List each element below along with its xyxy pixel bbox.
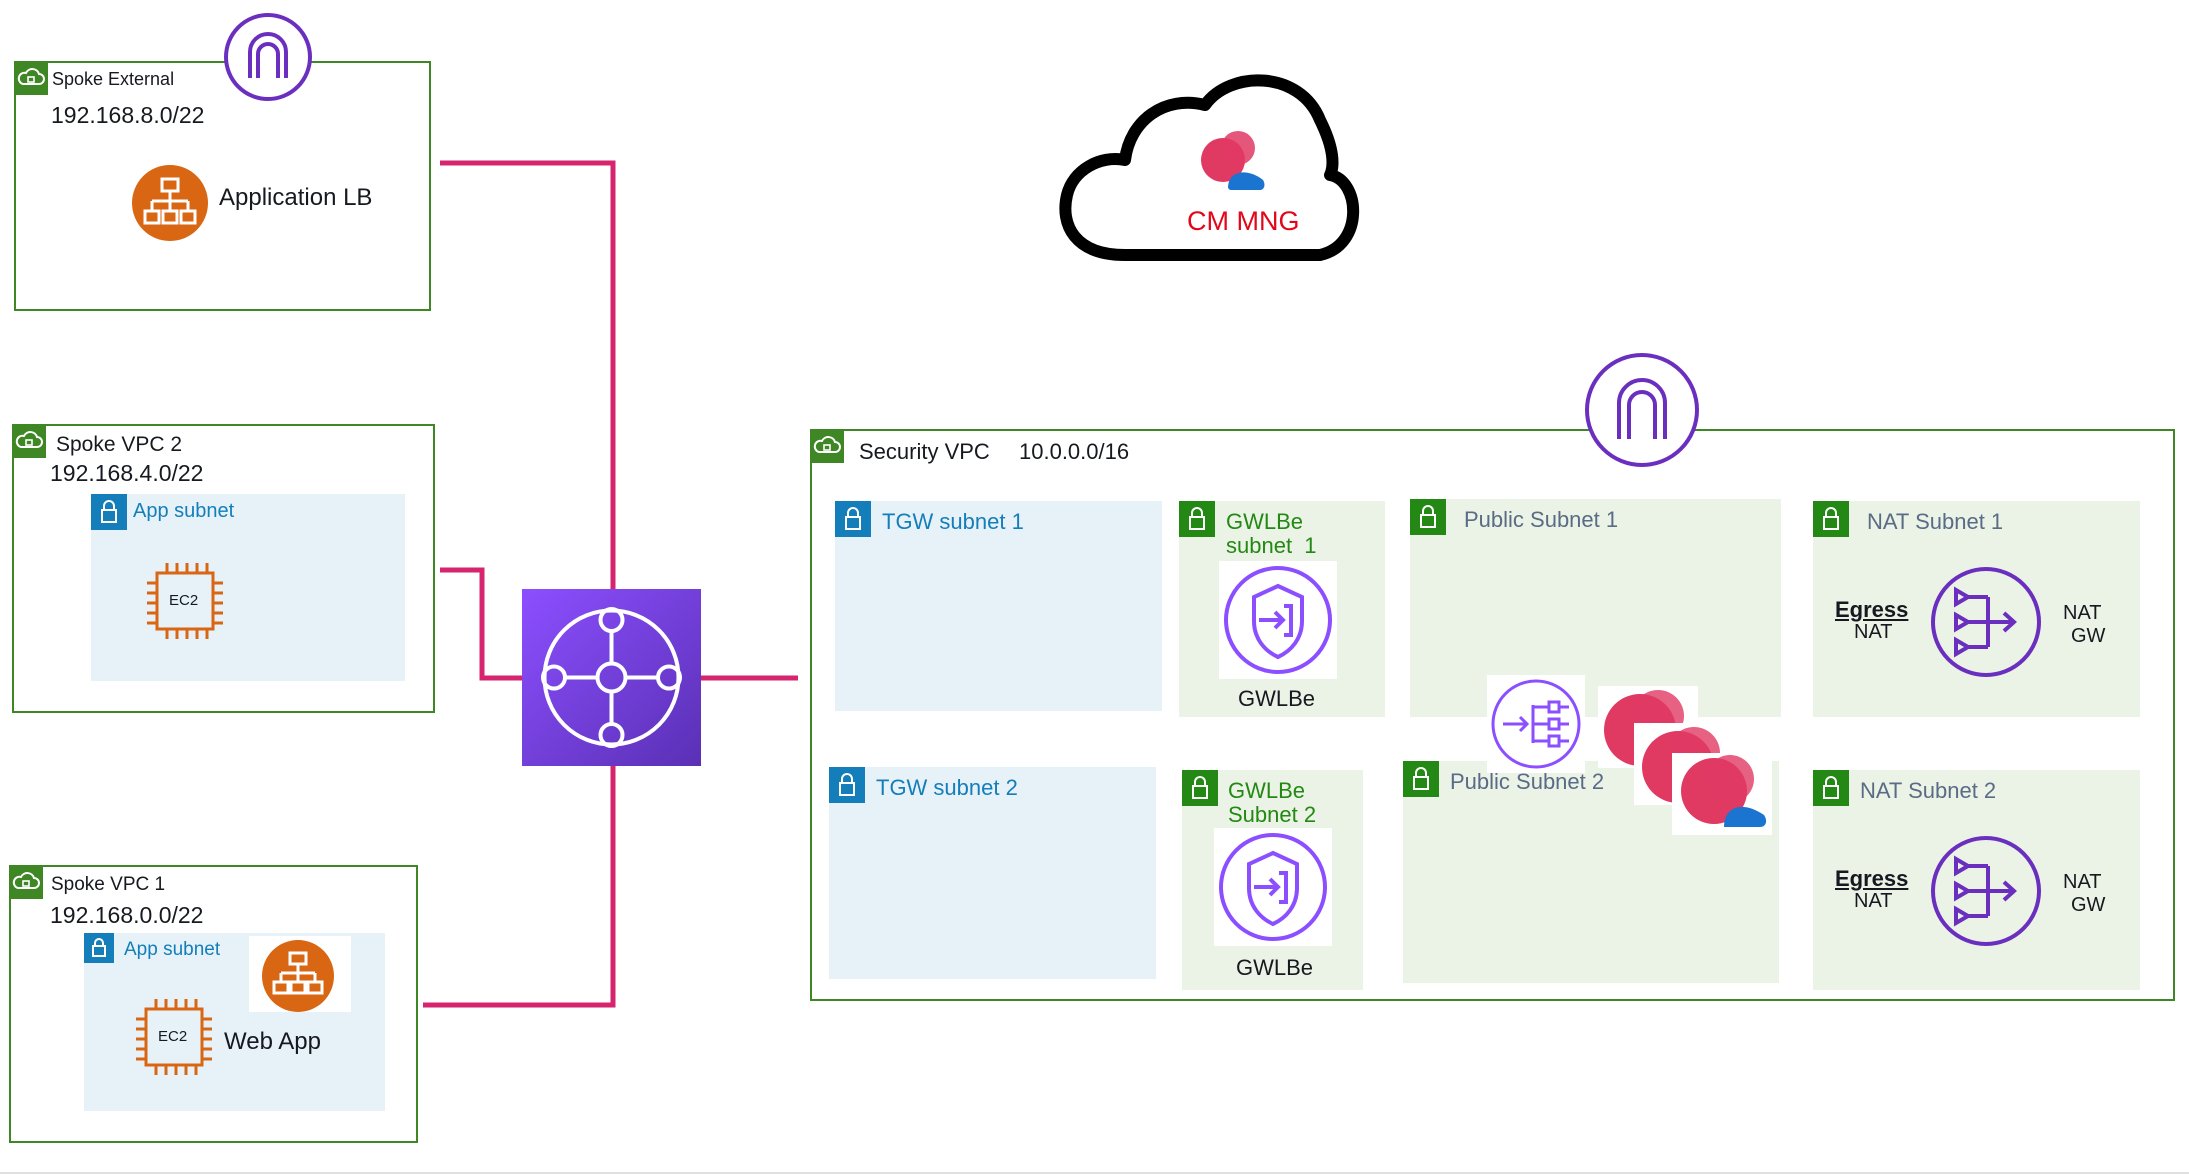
application-lb-label: Application LB [219,184,373,211]
egress-label: Egress [1835,597,1909,622]
lock-icon [1813,770,1849,806]
web-app-label: Web App [224,1028,321,1055]
subnet-label: NAT Subnet 2 [1860,778,1997,803]
lock-icon [91,494,127,530]
ec2-label: EC2 [158,1028,188,1045]
nat-gw-label-line1: NAT [2063,871,2102,893]
vpc-cloud-icon [810,429,844,463]
spoke-vpc1: Spoke VPC 1 192.168.0.0/22 App subnet EC… [9,865,418,1143]
gwlb-endpoint-icon [1214,828,1332,946]
connector-spoke-vpc1 [423,765,616,1008]
gwlbe-subnet-1: GWLBe subnet 1 GWLBe [1179,501,1385,717]
gwlbe-subnet-2: GWLBe Subnet 2 GWLBe [1182,770,1363,990]
nat-subnet-1: NAT Subnet 1 Egress NAT NAT GW [1813,501,2140,717]
vpc-cidr: 10.0.0.0/16 [1019,439,1130,464]
lock-icon [1410,499,1446,535]
gateway-load-balancer-icon [1487,675,1585,773]
lock-icon [829,767,865,803]
vpc-title: Security VPC [859,439,990,464]
cloud-label: CM MNG [1187,206,1300,236]
cm-mng-cloud: CM MNG [1055,65,1365,265]
spoke-external-vpc: Spoke External 192.168.8.0/22 Applicatio… [14,61,431,311]
subnet-label: TGW subnet 1 [882,509,1024,534]
cm-logo-icon [1198,130,1268,200]
lock-icon [1182,770,1218,806]
lock-icon [1813,501,1849,537]
web-app-icon [249,936,351,1012]
vpc-title: Spoke VPC 1 [51,874,166,895]
subnet-label-line2: subnet 1 [1226,533,1317,558]
connector-spoke-external [440,160,616,590]
internet-gateway-icon [223,12,313,102]
ec2-chip-icon: EC2 [132,995,216,1079]
lock-icon [1403,761,1439,797]
tgw-subnet-2: TGW subnet 2 [829,767,1156,979]
app-subnet: App subnet EC2 [84,933,385,1111]
nat-gateway-icon [1928,833,2044,949]
vpc-cidr: 192.168.4.0/22 [50,460,204,486]
vpc-cloud-icon [14,61,48,95]
ec2-label: EC2 [169,592,199,609]
nat-gw-label-line2: GW [2071,894,2106,916]
lock-icon [1179,501,1215,537]
transit-gateway-icon [522,589,701,766]
egress-sub-label: NAT [1854,621,1893,643]
internet-gateway-icon [1583,351,1701,469]
subnet-label: TGW subnet 2 [876,775,1018,800]
egress-label: Egress [1835,866,1909,891]
subnet-label: Public Subnet 1 [1464,507,1619,532]
firewall-appliance-icon [1672,753,1772,835]
ec2-chip-icon: EC2 [143,559,227,643]
application-lb-icon [132,165,208,241]
subnet-label: App subnet [124,939,221,960]
vpc-cloud-icon [12,424,46,458]
vpc-title: Spoke External [52,69,175,89]
subnet-label-line1: GWLBe [1226,509,1304,534]
subnet-label: NAT Subnet 1 [1867,509,2004,534]
bottom-divider [0,1172,2189,1174]
subnet-label-line2: Subnet 2 [1228,802,1317,827]
subnet-label: Public Subnet 2 [1450,769,1605,794]
spoke-vpc2: Spoke VPC 2 192.168.4.0/22 App subnet EC… [12,424,435,713]
subnet-label-line1: GWLBe [1228,778,1306,803]
nat-gw-label-line2: GW [2071,625,2106,647]
vpc-cloud-icon [9,865,43,899]
security-vpc: Security VPC 10.0.0.0/16 TGW subnet 1 TG… [810,429,2175,1001]
connector-spoke-vpc2 [440,567,525,681]
gwlb-endpoint-icon [1219,561,1337,679]
public-subnet-1: Public Subnet 1 [1410,499,1781,717]
tgw-subnet-1: TGW subnet 1 [835,501,1162,711]
app-subnet: App subnet EC2 [91,494,405,681]
nat-gateway-icon [1928,564,2044,680]
vpc-cidr: 192.168.8.0/22 [51,102,205,128]
lock-icon [84,933,114,963]
lock-icon [835,501,871,537]
nat-subnet-2: NAT Subnet 2 Egress NAT NAT GW [1813,770,2140,990]
nat-gw-label-line1: NAT [2063,602,2102,624]
gwlbe-label: GWLBe [1236,955,1314,980]
vpc-title: Spoke VPC 2 [56,433,183,456]
gwlbe-label: GWLBe [1238,686,1316,711]
subnet-label: App subnet [133,500,235,522]
vpc-cidr: 192.168.0.0/22 [50,902,204,928]
egress-sub-label: NAT [1854,890,1893,912]
